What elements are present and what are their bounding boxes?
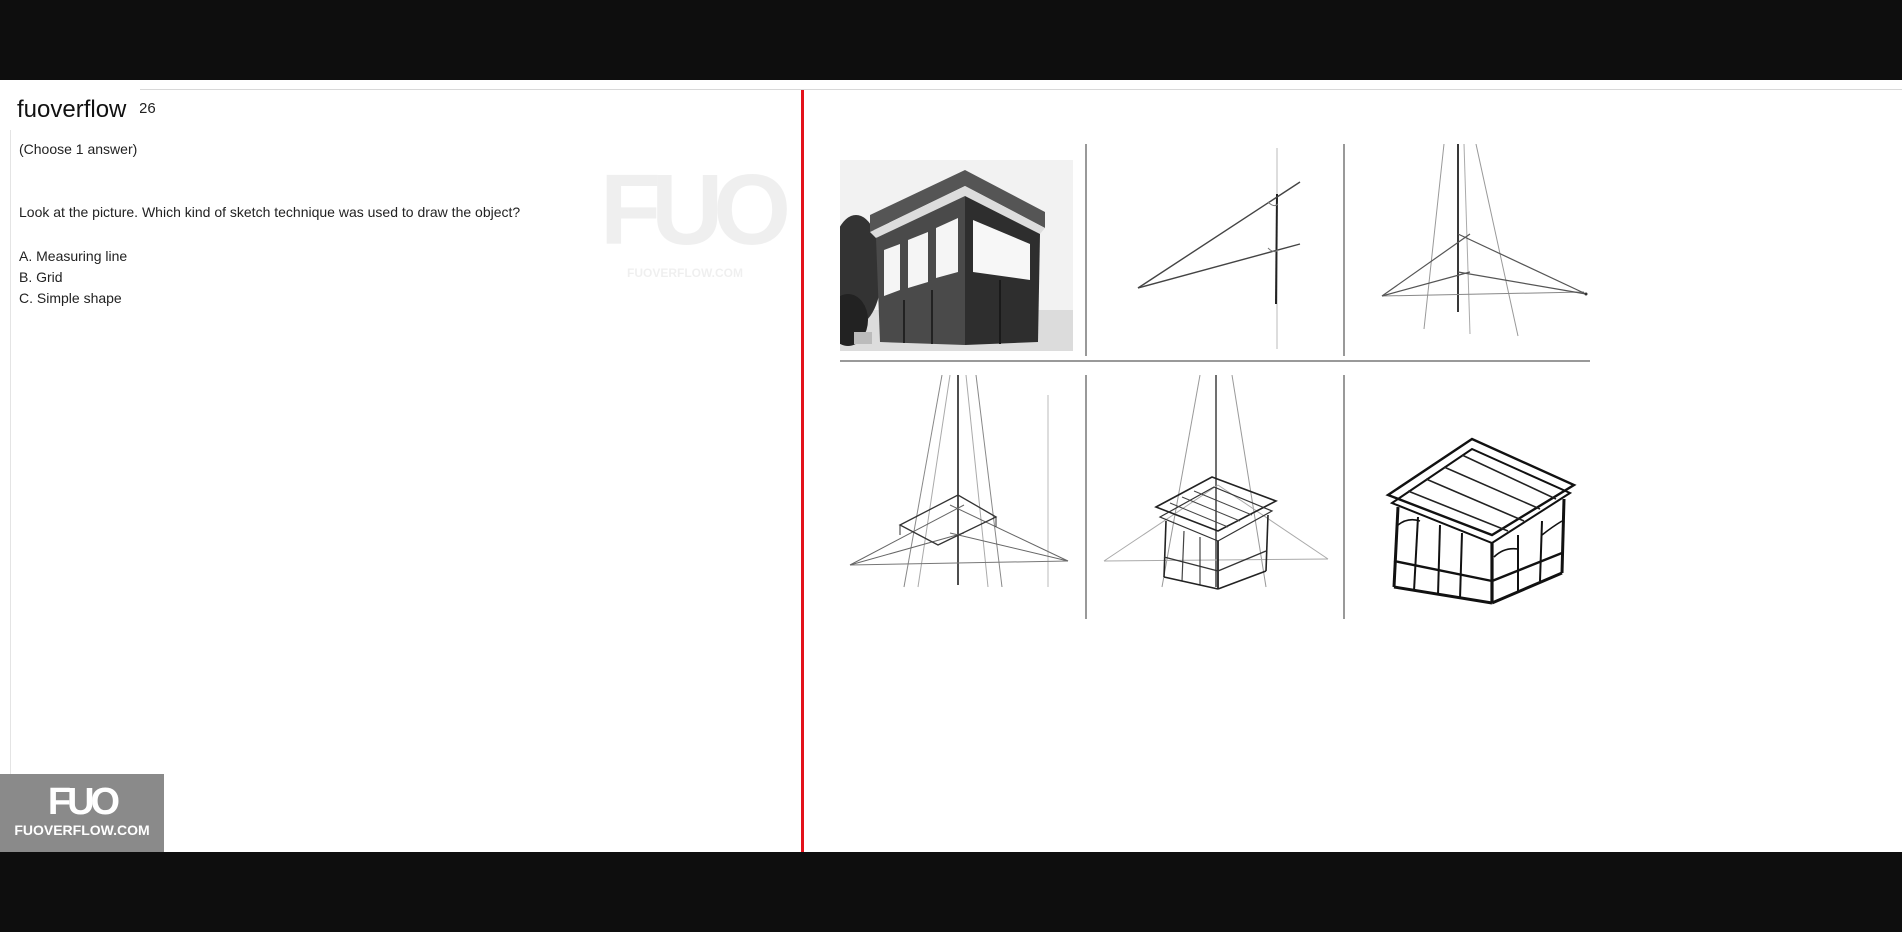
figure-separator-v4 xyxy=(1343,375,1345,619)
figure-separator-v2 xyxy=(1343,144,1345,356)
pane-divider[interactable] xyxy=(801,90,804,852)
watermark: FUO FUOVERFLOW.COM xyxy=(600,154,791,290)
badge-logo: FUO xyxy=(47,781,120,823)
sketch-panel-construction xyxy=(1100,375,1333,605)
site-badge[interactable]: FUO FUOVERFLOW.COM xyxy=(0,774,164,852)
answer-instruction: (Choose 1 answer) xyxy=(19,141,138,157)
watermark-logo: FUO xyxy=(600,154,791,266)
sketch-panel-perspective xyxy=(1358,144,1591,354)
question-text: Look at the picture. Which kind of sketc… xyxy=(19,204,521,220)
sketch-panel-two-lines xyxy=(1100,144,1333,354)
brand-label[interactable]: fuoverflow xyxy=(0,90,141,130)
figure-separator-v1 xyxy=(1085,144,1087,356)
sketch-panel-finished xyxy=(1358,375,1591,605)
answer-options: A. Measuring line B. Grid C. Simple shap… xyxy=(19,246,127,309)
top-letterbox xyxy=(0,0,1902,80)
header-rule xyxy=(140,89,1902,90)
figure-separator-v3 xyxy=(1085,375,1087,619)
left-border xyxy=(10,126,11,826)
photo-panel xyxy=(840,160,1073,351)
page-viewport: fuoverflow 26 (Choose 1 answer) Look at … xyxy=(0,80,1902,852)
sketch-panel-guidelines xyxy=(848,375,1070,605)
option-a[interactable]: A. Measuring line xyxy=(19,248,128,264)
figure-separator-h xyxy=(840,360,1590,362)
question-number: 26 xyxy=(139,100,156,117)
badge-url: FUOVERFLOW.COM xyxy=(14,822,150,838)
option-b[interactable]: B. Grid xyxy=(19,269,63,285)
bottom-letterbox xyxy=(0,852,1902,932)
option-c[interactable]: C. Simple shape xyxy=(19,290,122,306)
question-figure xyxy=(838,140,1590,632)
watermark-url: FUOVERFLOW.COM xyxy=(627,266,743,280)
